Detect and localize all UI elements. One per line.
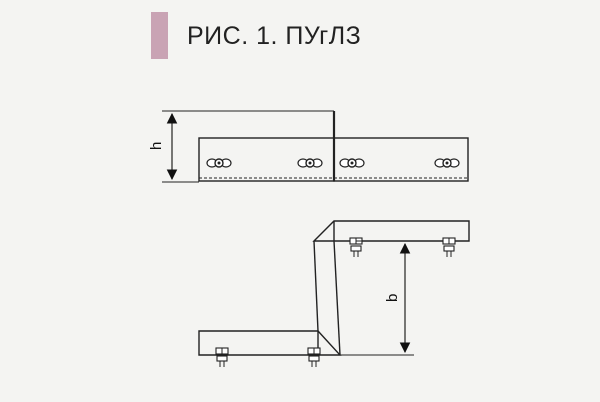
figure-caption: РИС. 1. ПУгЛЗ (187, 22, 362, 50)
wing-nut-icon (434, 158, 460, 168)
wing-nut-icon (297, 158, 323, 168)
top-view (198, 111, 469, 182)
upper-flange (312, 220, 470, 242)
wing-nut-icon (339, 158, 365, 168)
web-inner (333, 240, 341, 356)
side-view (198, 220, 470, 356)
wing-nut-icon (206, 158, 232, 168)
offset-label: b (384, 294, 401, 302)
caption-color-block (151, 12, 168, 59)
bolt-icon (442, 237, 456, 257)
offset-dimension (340, 240, 414, 356)
height-dimension (162, 110, 334, 183)
bolt-icon (215, 347, 229, 367)
bolt-icon (307, 347, 321, 367)
height-label: h (148, 142, 165, 150)
web-outer (313, 240, 319, 332)
